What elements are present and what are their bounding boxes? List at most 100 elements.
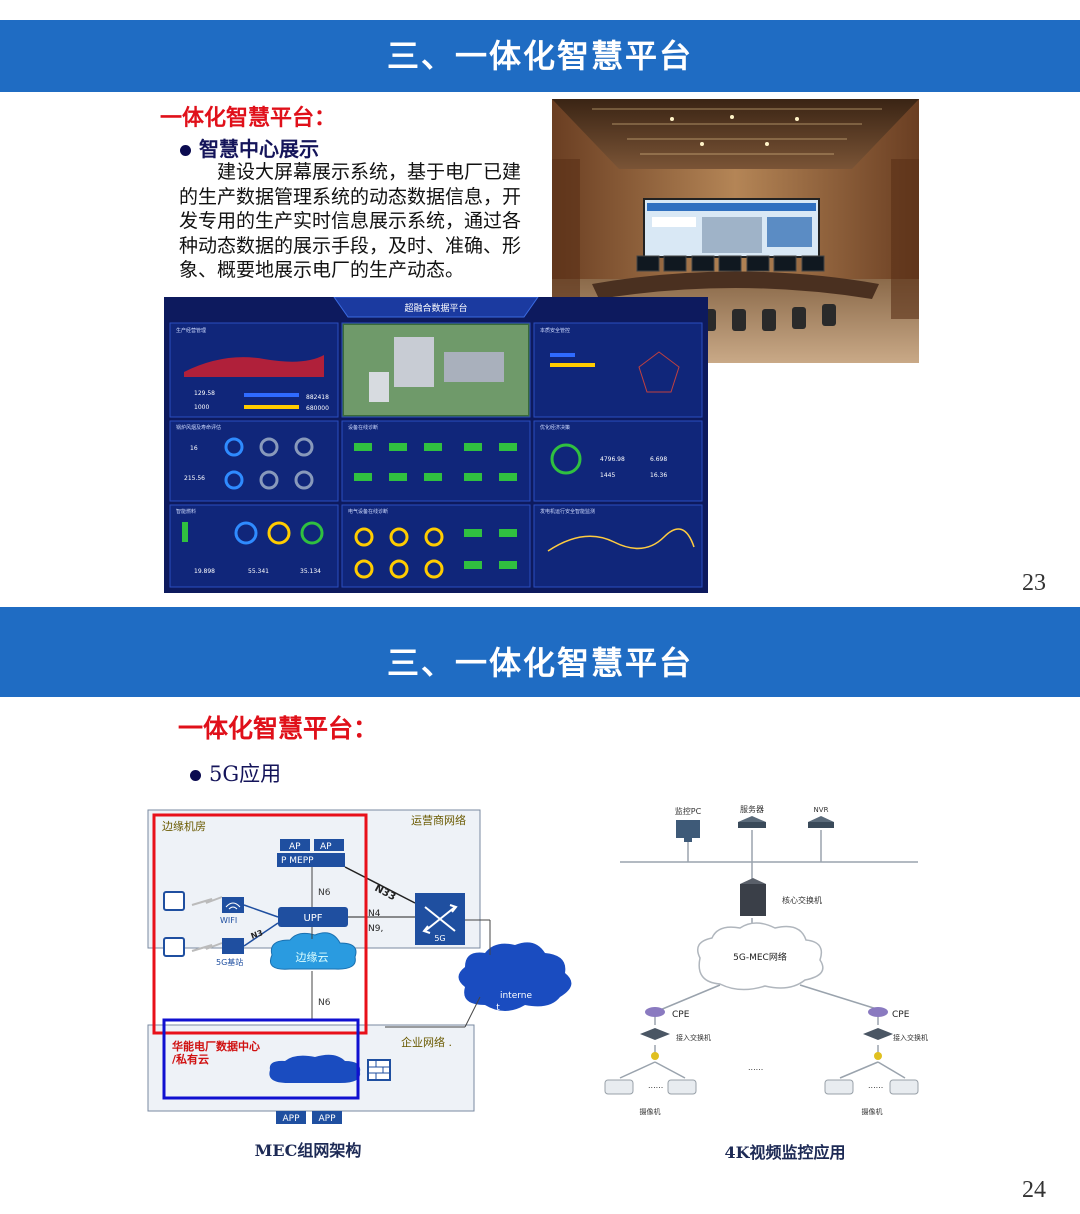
edge-cloud-icon xyxy=(270,932,357,970)
dots-middle: ...... xyxy=(748,1063,763,1072)
monitor-pc-icon xyxy=(676,820,700,838)
data-center-frame xyxy=(162,1018,360,1100)
server-label: 服务器 xyxy=(740,804,764,814)
slide23-bullet-label: 智慧中心展示 xyxy=(199,137,319,161)
wifi-label: WIFI xyxy=(220,916,237,925)
mec-architecture-diagram: 运营商网络 企业网络 . AP AP P MEPP N6 UPF N33 N4 … xyxy=(147,809,572,1124)
private-cloud-icon xyxy=(269,1054,361,1083)
access-switch-icon xyxy=(640,1028,670,1040)
access-switch-icon xyxy=(863,1028,893,1040)
cpe-icon xyxy=(868,1007,888,1017)
paragraph-line: 种动态数据的展示手段，及时、准确、形 xyxy=(179,234,522,257)
cpe-right-label: CPE xyxy=(892,1010,910,1020)
enterprise-network-label: 企业网络 . xyxy=(401,1035,452,1049)
slide23-paragraph: 建设大屏幕展示系统，基于电厂已建 的生产数据管理系统的动态数据信息，开 发专用的… xyxy=(179,160,549,283)
mep-label: P MEPP xyxy=(281,856,314,866)
bullet-dot-icon xyxy=(190,770,201,781)
app-label: APP xyxy=(282,1114,300,1124)
panel-label: 智能燃料 xyxy=(176,508,196,515)
slide24-banner-title: 三、一体化智慧平台 xyxy=(386,644,693,682)
slide24-bullet-label: 5G应用 xyxy=(209,762,282,786)
dashboard-graphic: 超融合数据平台 生产经营管理 本质安全管控 锅炉风烟及寿命评估 设备在线诊断 优… xyxy=(164,297,708,593)
slide24-section-title: 一体化智慧平台： xyxy=(178,714,379,743)
bullet-dot-icon xyxy=(180,145,191,156)
camera-icon xyxy=(667,1079,697,1095)
panel-label: 优化经济决策 xyxy=(540,424,570,431)
dashboard-value: 129.58 xyxy=(194,390,215,397)
dashboard-value: 4796.98 xyxy=(600,456,625,463)
dashboard-value: 6.698 xyxy=(650,456,667,463)
core-label: 5G xyxy=(434,934,445,943)
slide23-section-title: 一体化智慧平台： xyxy=(160,105,337,131)
data-center-label-line2: /私有云 xyxy=(172,1052,209,1066)
upf-box xyxy=(278,907,348,927)
app-box xyxy=(276,1111,306,1124)
paragraph-line: 发专用的生产实时信息展示系统，通过各 xyxy=(179,210,522,232)
ap-box xyxy=(280,839,310,851)
dashboard-value: 35.134 xyxy=(300,568,321,575)
panel-label: 锅炉风烟及寿命评估 xyxy=(176,424,221,431)
cpe-icon xyxy=(645,1007,665,1017)
camera-icon xyxy=(604,1079,634,1095)
panel-label: 生产经营管理 xyxy=(176,327,206,334)
n9-label: N9, xyxy=(368,924,383,934)
firewall-icon xyxy=(367,1059,391,1081)
dots-right: ...... xyxy=(868,1081,883,1090)
wifi-icon xyxy=(222,897,244,913)
mep-box xyxy=(277,853,345,867)
dashboard-value: 55.341 xyxy=(248,568,269,575)
ap-label: AP xyxy=(289,842,301,852)
camera-left-label: 摄像机 xyxy=(640,1107,661,1116)
dots-left: ...... xyxy=(648,1081,663,1090)
slide24-bullet: 5G应用 xyxy=(190,758,281,788)
poe-icon xyxy=(651,1052,659,1060)
ap-label: AP xyxy=(320,842,332,852)
data-center-label-line1: 华能电厂数据中心 xyxy=(172,1039,260,1053)
dashboard-value: 16.36 xyxy=(650,472,667,479)
ap-box xyxy=(314,839,344,851)
dashboard-value: 1445 xyxy=(600,472,615,479)
data-platform-dashboard: 超融合数据平台 生产经营管理 本质安全管控 锅炉风烟及寿命评估 设备在线诊断 优… xyxy=(164,297,708,593)
n6-top-label: N6 xyxy=(318,888,331,898)
camera-icon xyxy=(824,1079,854,1095)
paragraph-line: 的生产数据管理系统的动态数据信息，开 xyxy=(179,185,522,208)
edge-cloud-label: 边缘云 xyxy=(296,951,329,964)
dashboard-value: 215.56 xyxy=(184,475,205,482)
camera-right-label: 摄像机 xyxy=(862,1107,883,1116)
n3-label: N3 xyxy=(250,928,265,941)
dashboard-title: 超融合数据平台 xyxy=(404,302,467,314)
slide24-banner: 三、一体化智慧平台 xyxy=(0,607,1080,697)
paragraph-line: 建设大屏幕展示系统，基于电厂已建 xyxy=(179,161,522,183)
operator-network-label: 运营商网络 xyxy=(411,813,466,827)
poe-icon xyxy=(874,1052,882,1060)
n4-label: N4 xyxy=(368,909,381,919)
panel-label: 设备在线诊断 xyxy=(348,424,378,431)
video-surveillance-diagram: 监控PC 服务器 NVR 核心交换机 5G-MEC网络 CPE CPE 接入交换… xyxy=(604,804,928,1116)
edge-room-label: 边缘机房 xyxy=(162,819,206,833)
slide23-bullet: 智慧中心展示 xyxy=(180,133,319,162)
app-box xyxy=(312,1111,342,1124)
n6-bottom-label: N6 xyxy=(318,998,331,1008)
upf-label: UPF xyxy=(303,913,322,924)
slide23-banner-title: 三、一体化智慧平台 xyxy=(386,37,693,75)
app-label: APP xyxy=(318,1114,336,1124)
panel-label: 电气设备在线诊断 xyxy=(348,508,388,515)
access-switch-left-label: 接入交换机 xyxy=(676,1033,711,1042)
panel-label: 本质安全管控 xyxy=(540,327,570,334)
base-station-icon xyxy=(222,938,244,954)
mec-caption: MEC组网架构 xyxy=(254,1141,362,1160)
internet-cloud-icon xyxy=(458,942,572,1011)
core-switch-label: 核心交换机 xyxy=(782,895,822,905)
mec-network-label: 5G-MEC网络 xyxy=(733,951,787,963)
paragraph-line: 象、概要地展示电厂的生产动态。 xyxy=(179,259,465,281)
core-switch-icon xyxy=(740,884,766,916)
dashboard-value: 1000 xyxy=(194,404,209,411)
mec-network-cloud-icon xyxy=(697,922,824,991)
terminal-icon xyxy=(163,891,185,911)
base-station-label: 5G基站 xyxy=(216,957,243,967)
dashboard-value: 680000 xyxy=(306,405,329,412)
page-number-24: 24 xyxy=(1022,1177,1046,1203)
access-switch-right-label: 接入交换机 xyxy=(893,1033,928,1042)
dashboard-value: 19.898 xyxy=(194,568,215,575)
